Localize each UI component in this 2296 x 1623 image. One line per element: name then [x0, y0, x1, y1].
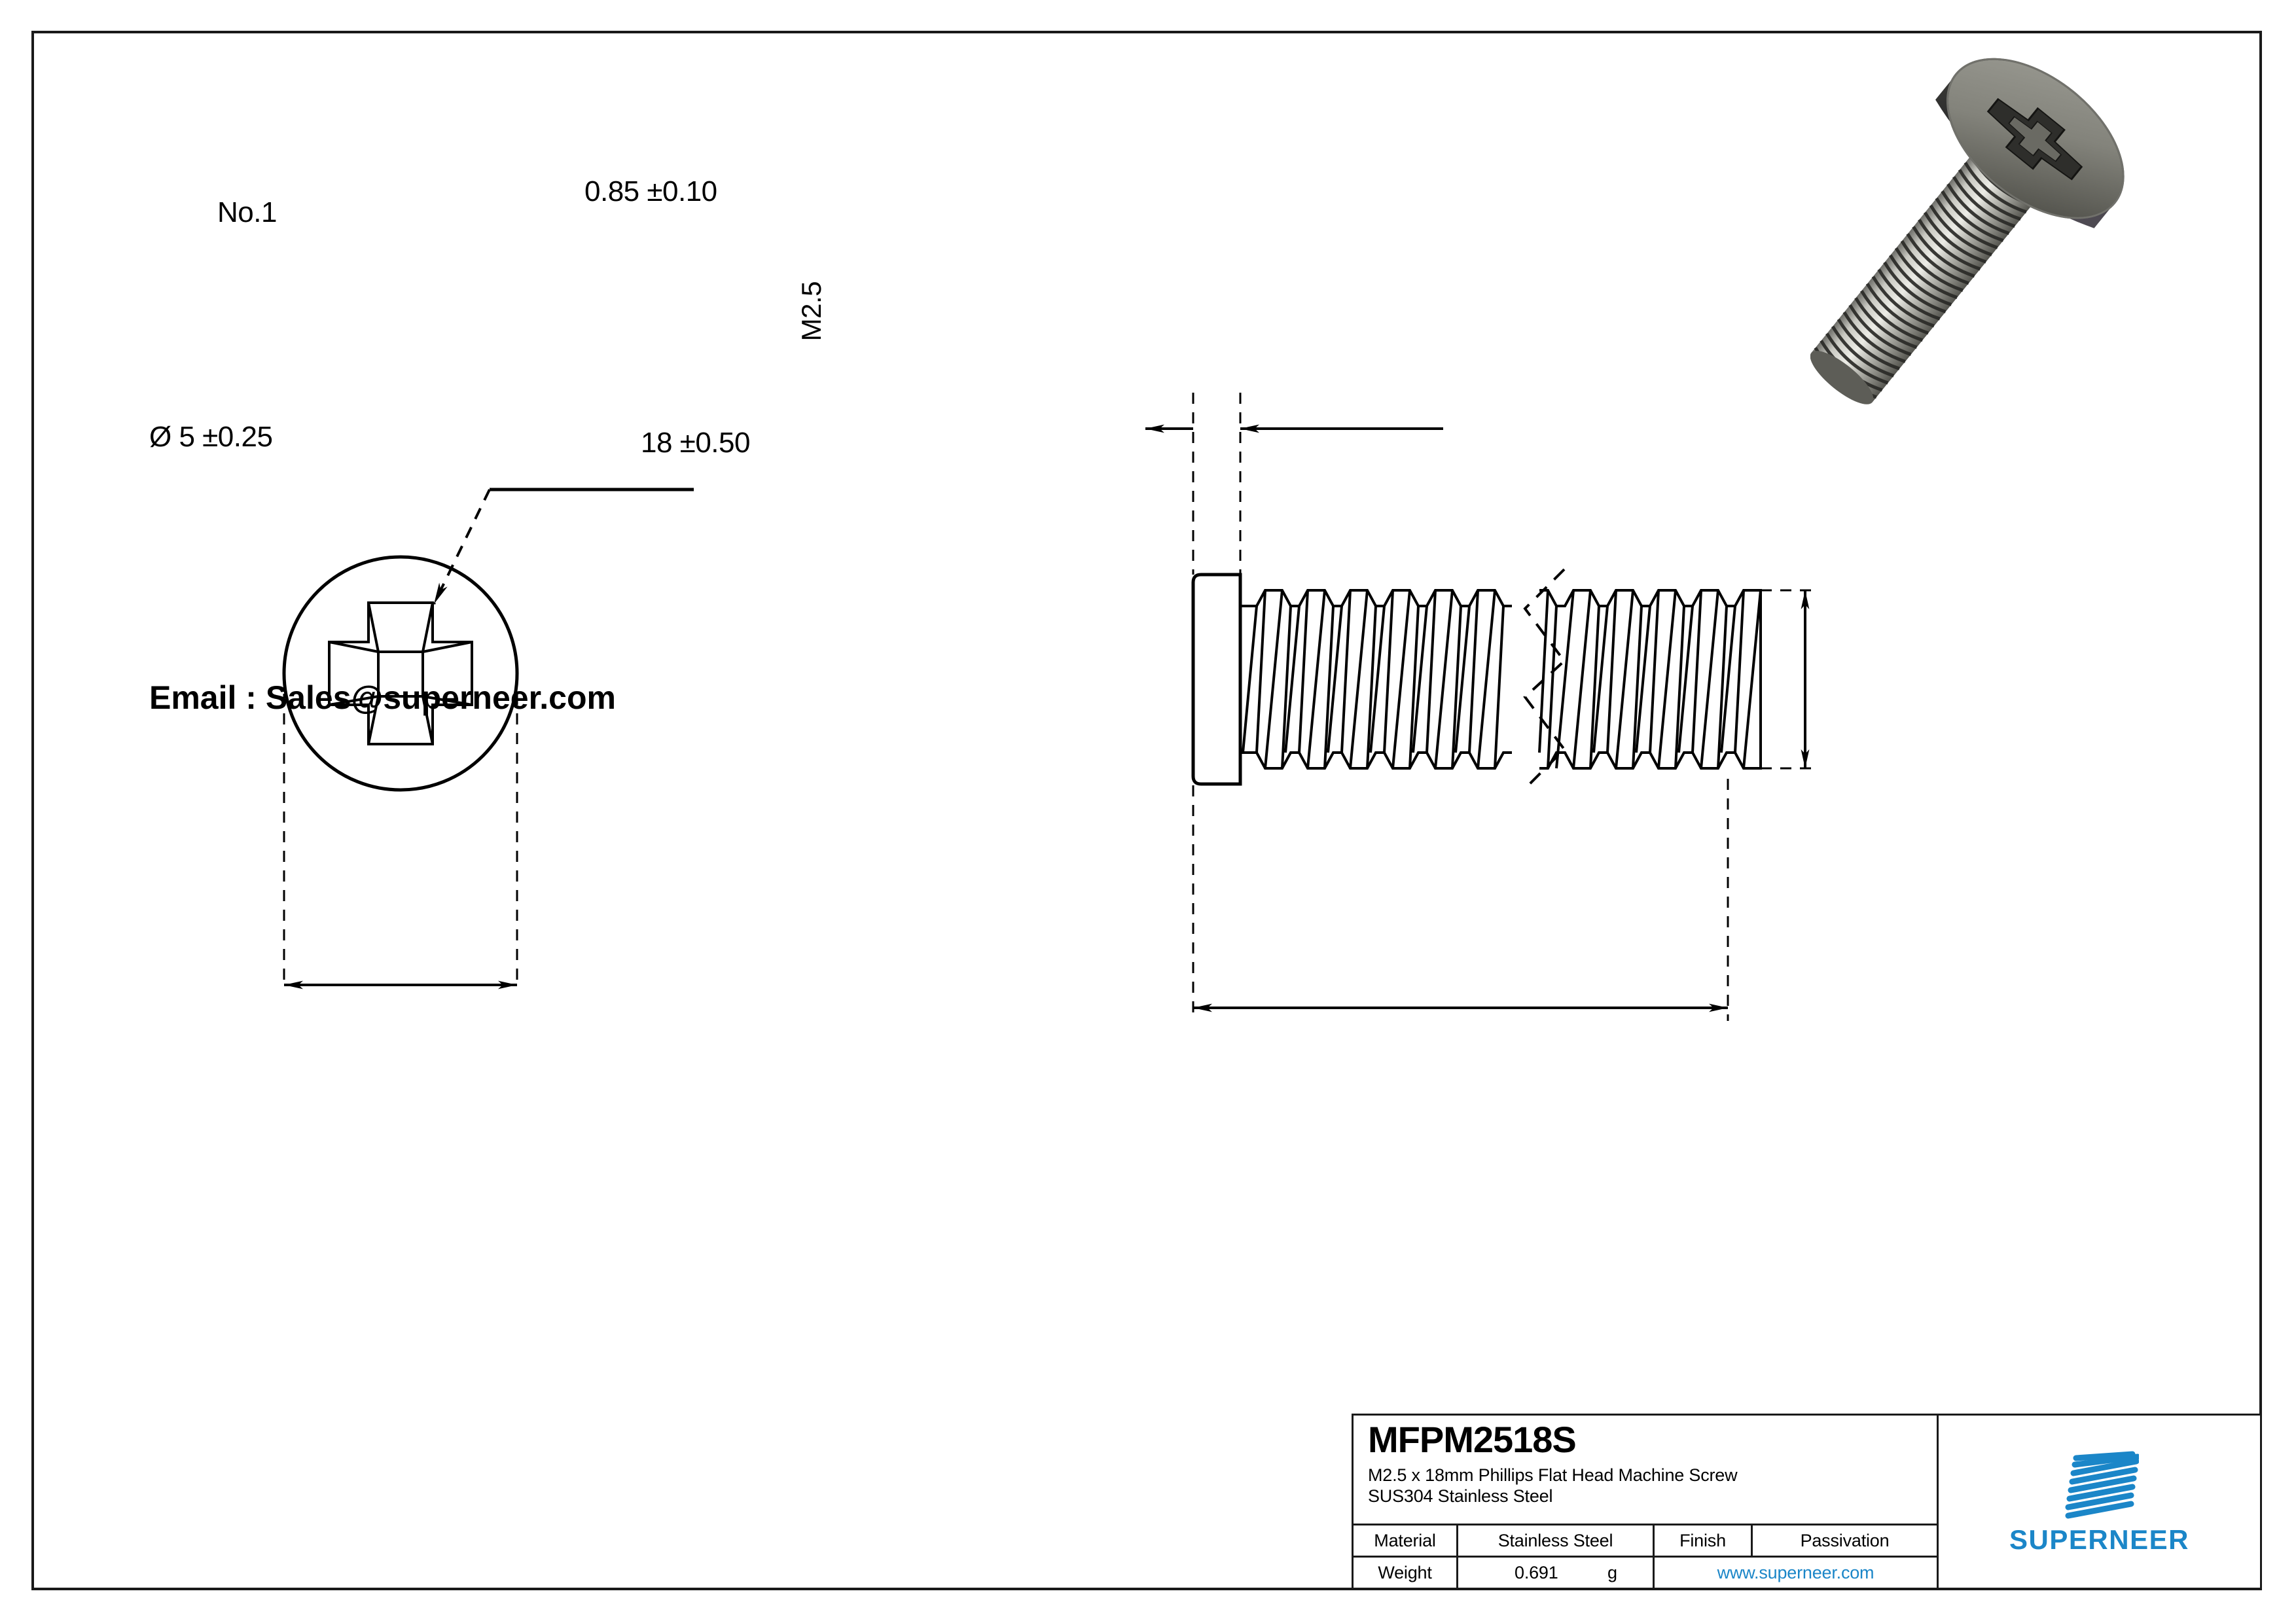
material-row: Material Stainless Steel Finish Passivat… [1354, 1525, 1937, 1558]
title-block: MFPM2518S M2.5 x 18mm Phillips Flat Head… [1352, 1414, 2262, 1590]
weight-value: 0.691 [1515, 1562, 1558, 1582]
description-line-2: SUS304 Stainless Steel [1368, 1486, 1553, 1506]
superneer-stripes-icon [2065, 1451, 2139, 1518]
weight-value-cell: 0.691 g [1458, 1558, 1655, 1588]
description-line-1: M2.5 x 18mm Phillips Flat Head Machine S… [1368, 1465, 1738, 1485]
title-block-left: MFPM2518S M2.5 x 18mm Phillips Flat Head… [1354, 1416, 1939, 1588]
weight-row: Weight 0.691 g www.superneer.com [1354, 1558, 1937, 1588]
length-dimension: 18 ±0.50 [641, 427, 750, 459]
head-thickness-dimension: 0.85 ±0.10 [584, 175, 717, 207]
material-label: Material [1354, 1525, 1458, 1556]
website-link[interactable]: www.superneer.com [1717, 1562, 1874, 1582]
part-number: MFPM2518S [1368, 1419, 1577, 1460]
brand-name: SUPERNEER [2009, 1524, 2189, 1555]
weight-label: Weight [1354, 1558, 1458, 1588]
part-description-area: MFPM2518S M2.5 x 18mm Phillips Flat Head… [1354, 1416, 1937, 1525]
finish-label: Finish [1655, 1525, 1753, 1556]
phillips-recess-3d [1986, 98, 2083, 181]
material-value: Stainless Steel [1458, 1525, 1655, 1556]
finish-value: Passivation [1800, 1530, 1890, 1550]
thread-size-dimension: M2.5 [796, 281, 827, 342]
email-line: Email : Sales@superneer.com [149, 679, 616, 716]
drive-size-label: No.1 [217, 196, 277, 228]
screw-3d-body [1810, 58, 2125, 404]
head-diameter-dimension: Ø 5 ±0.25 [149, 421, 273, 453]
weight-unit: g [1607, 1562, 1617, 1582]
brand-logo-area: SUPERNEER [1939, 1416, 2260, 1592]
screw-3d-render [1810, 58, 2125, 404]
